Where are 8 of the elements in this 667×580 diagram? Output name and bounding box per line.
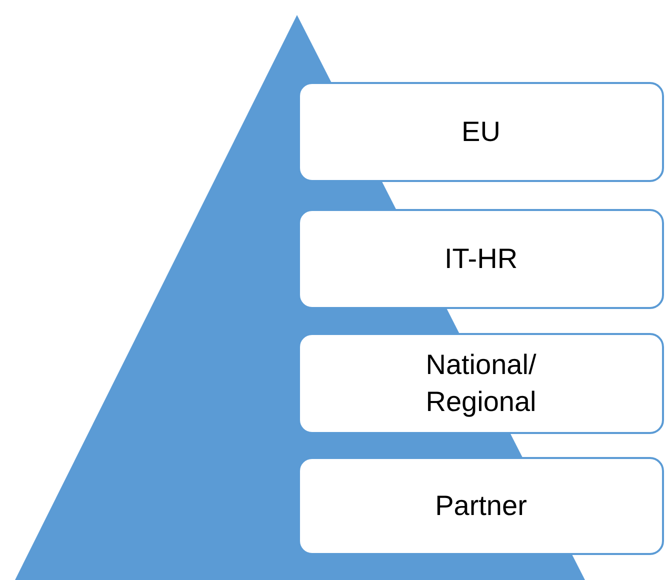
tier-box [298, 82, 664, 182]
tier-label: National/ Regional [424, 348, 538, 419]
tier-label: IT-HR [444, 242, 518, 276]
tier-box [298, 457, 664, 555]
tier-label: Partner [435, 488, 527, 523]
tier-box [298, 333, 664, 434]
tier-label: EU [462, 114, 500, 149]
tier-box [298, 209, 664, 309]
